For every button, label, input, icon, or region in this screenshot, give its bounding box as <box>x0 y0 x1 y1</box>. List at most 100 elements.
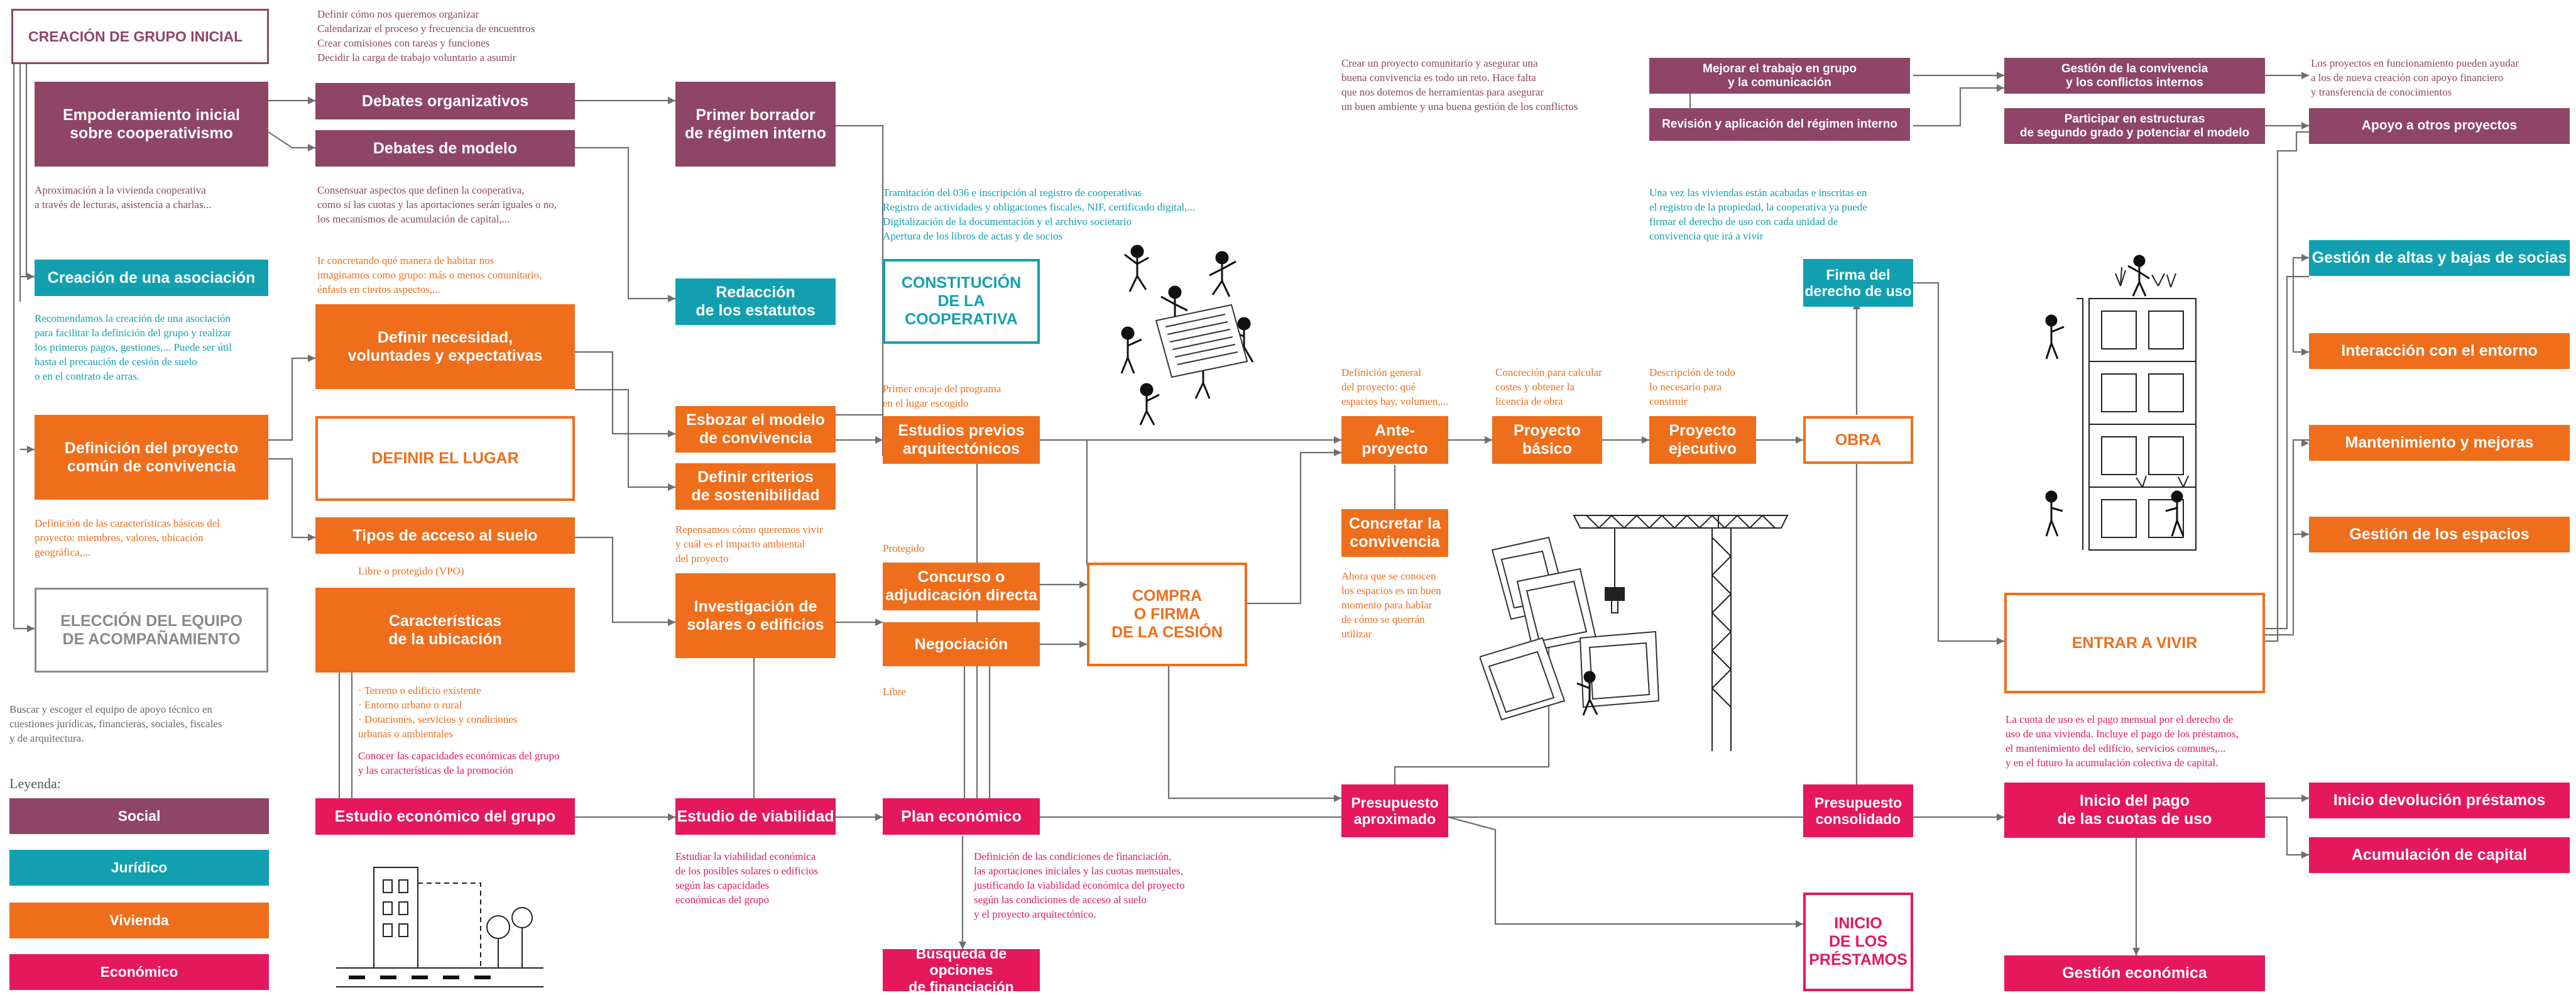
connector <box>575 146 675 300</box>
box-concurso: Concurso o adjudicación directa <box>883 563 1040 610</box>
connector <box>2292 256 2309 536</box>
note-libre: Libre <box>883 686 906 698</box>
note-cuota-uso: La cuota de uso es el pago mensual por e… <box>2006 713 2239 769</box>
note-aproximacion: Aproximación a la vivienda cooperativa a… <box>35 184 212 211</box>
box-negociacion: Negociación <box>883 622 1040 666</box>
note-debates: Definir cómo nos queremos organizar Cale… <box>317 8 535 63</box>
box-mantenimiento: Mantenimiento y mejoras <box>2309 425 2570 461</box>
box-interaccion-entorno: Interacción con el entorno <box>2309 333 2570 369</box>
box-mejorar-trabajo: Mejorar el trabajo en grupo y la comunic… <box>1649 58 1910 94</box>
people-carrying-document-illustration <box>1120 245 1254 426</box>
note-tramitacion: Tramitación del 036 e inscripción al reg… <box>883 187 1196 242</box>
crane-with-plans-illustration <box>1480 512 1789 751</box>
connector <box>1448 816 1803 925</box>
box-eleccion-equipo: ELECCIÓN DEL EQUIPO DE ACOMPAÑAMIENTO <box>35 588 268 673</box>
box-creacion-grupo: CREACIÓN DE GRUPO INICIAL <box>11 9 269 64</box>
note-ir-concretando: Ir concretando qué manera de habitar nos… <box>317 255 542 295</box>
legend-vivienda: Vivienda <box>9 903 269 938</box>
connector <box>1913 87 2004 127</box>
note-crear-proyecto: Crear un proyecto comunitario y asegurar… <box>1341 57 1578 113</box>
note-definicion-caracteristicas: Definición de las características básica… <box>35 517 221 558</box>
box-redaccion-estatutos: Redacción de los estatutos <box>675 278 836 325</box>
box-criterios-sostenibilidad: Definir criterios de sostenibilidad <box>675 463 836 510</box>
connector <box>268 357 315 441</box>
note-definicion-condiciones: Definición de las condiciones de financi… <box>974 850 1185 920</box>
note-descripcion: Descripción de todo lo necesario para co… <box>1649 366 1735 407</box>
box-proyecto-ejecutivo: Proyecto ejecutivo <box>1649 416 1756 464</box>
box-definir-lugar: DEFINIR EL LUGAR <box>315 416 575 501</box>
box-gestion-espacios: Gestión de los espacios <box>2309 517 2570 552</box>
box-entrar-vivir: ENTRAR A VIVIR <box>2004 593 2265 693</box>
box-caracteristicas: Características de la ubicación <box>315 588 575 673</box>
connector <box>1855 439 1913 786</box>
box-debates-organizativos: Debates organizativos <box>315 83 575 119</box>
box-investigacion-solares: Investigación de solares o edificios <box>675 573 836 658</box>
box-empoderamiento: Empoderamiento inicial sobre cooperativi… <box>35 82 268 167</box>
box-acumulacion: Acumulación de capital <box>2309 837 2570 873</box>
box-estudio-viabilidad: Estudio de viabilidad <box>675 798 836 835</box>
box-inicio-pago: Inicio del pago de las cuotas de uso <box>2004 783 2265 838</box>
legend-social: Social <box>9 798 269 834</box>
box-firma-derecho: Firma del derecho de uso <box>1803 259 1913 307</box>
connector <box>1913 282 2004 642</box>
box-obra: OBRA <box>1803 416 1913 464</box>
note-ahora: Ahora que se conocen los espacios es un … <box>1341 570 1441 640</box>
connector <box>268 458 315 539</box>
connector <box>575 536 675 624</box>
box-definir-necesidad: Definir necesidad, voluntades y expectat… <box>315 304 575 389</box>
note-definicion-general: Definición general del proyecto: qué esp… <box>1341 366 1449 407</box>
note-protegido: Protegido <box>883 542 925 554</box>
connector <box>1247 451 1341 605</box>
connector <box>1167 666 1341 800</box>
box-estudios-previos: Estudios previos arquitectónicos <box>883 416 1040 464</box>
note-concrecion: Concreción para calcular costes y obtene… <box>1495 366 1602 407</box>
box-constitucion: CONSTITUCIÓN DE LA COOPERATIVA <box>883 259 1040 344</box>
connector <box>836 124 884 456</box>
box-definicion-proyecto: Definición del proyecto común de convive… <box>35 415 268 500</box>
box-presupuesto-consolidado: Presupuesto consolidado <box>1803 784 1913 837</box>
box-inicio-prestamos: INICIO DE LOS PRÉSTAMOS <box>1803 893 1913 991</box>
box-gestion-convivencia: Gestión de la convivencia y los conflict… <box>2004 58 2265 94</box>
box-revision-regimen: Revisión y aplicación del régimen intern… <box>1649 108 1910 141</box>
legend-economico: Económico <box>9 954 269 990</box>
box-gestion-economica: Gestión económica <box>2004 955 2265 991</box>
note-proyectos-funcionamiento: Los proyectos en funcionamiento pueden a… <box>2311 57 2519 98</box>
box-concretar-convivencia: Concretar la convivencia <box>1341 509 1448 557</box>
box-presupuesto-aproximado: Presupuesto aproximado <box>1341 784 1448 837</box>
note-buscar-equipo: Buscar y escoger el equipo de apoyo técn… <box>9 703 222 744</box>
box-tipos-acceso: Tipos de acceso al suelo <box>315 517 575 554</box>
note-una-vez: Una vez las viviendas están acabadas e i… <box>1649 187 1867 242</box>
box-participar: Participar en estructuras de segundo gra… <box>2004 108 2265 144</box>
box-busqueda-financiacion: Búsqueda de opciones de financiación <box>883 945 1040 995</box>
note-conocer: Conocer las capacidades económicas del g… <box>358 750 560 776</box>
connector <box>575 388 675 488</box>
connector <box>1040 439 1088 566</box>
connector <box>2265 816 2309 856</box>
note-recomendamos: Recomendamos la creación de una asociaci… <box>35 312 232 382</box>
connector <box>2265 275 2309 630</box>
box-plan-economico: Plan económico <box>883 798 1040 835</box>
box-debates-modelo: Debates de modelo <box>315 130 575 167</box>
connector <box>575 351 675 435</box>
box-devolucion: Inicio devolución préstamos <box>2309 783 2570 818</box>
box-gestion-altas: Gestión de altas y bajas de socias <box>2309 240 2570 276</box>
connector <box>2265 131 2309 642</box>
connector <box>2265 439 2309 636</box>
urban-site-illustration <box>336 867 543 987</box>
note-primer-encaje: Primer encaje del programa en el lugar e… <box>883 383 1001 409</box>
note-repensamos: Repensamos cómo queremos vivir y cuál es… <box>675 524 823 564</box>
box-proyecto-basico: Proyecto básico <box>1492 416 1602 464</box>
box-estudio-economico: Estudio económico del grupo <box>315 798 575 835</box>
connector <box>268 131 315 149</box>
legend-juridico: Jurídico <box>9 850 269 886</box>
box-anteproyecto: Ante- proyecto <box>1341 416 1448 464</box>
building-with-residents-illustration <box>2045 255 2197 551</box>
box-compra: COMPRA O FIRMA DE LA CESIÓN <box>1087 563 1247 666</box>
note-libre-protegido: Libre o protegido (VPO) <box>358 565 464 577</box>
box-apoyo-proyectos: Apoyo a otros proyectos <box>2309 108 2570 144</box>
box-esbozar-modelo: Esbozar el modelo de convivencia <box>675 406 836 453</box>
note-terreno: · Terreno o edificio existente · Entorno… <box>358 684 518 740</box>
box-creacion-asociacion: Creación de una asociación <box>35 260 268 296</box>
box-primer-borrador: Primer borrador de régimen interno <box>675 82 836 167</box>
legend-title: Leyenda: <box>9 776 61 791</box>
